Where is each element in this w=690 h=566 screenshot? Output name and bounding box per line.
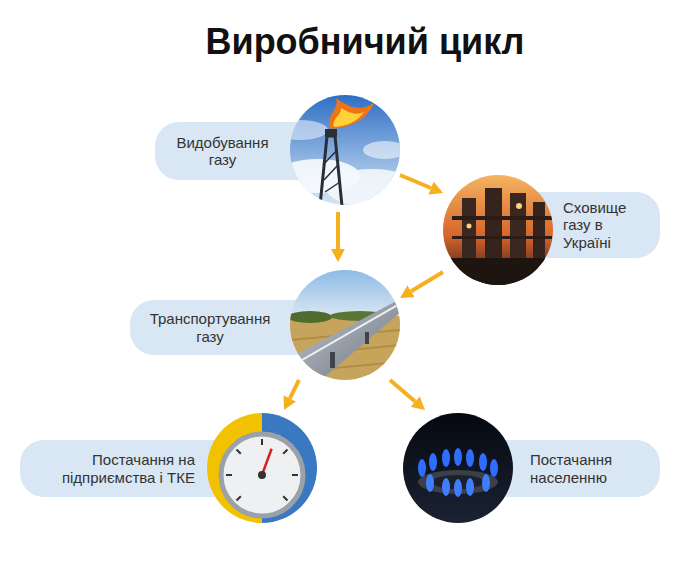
storage-tower [485,188,502,262]
gauge-dial [221,434,303,516]
flow-arrow [411,272,443,291]
flame [466,449,474,467]
flame [490,459,498,477]
flow-arrow [336,212,340,249]
gauge-ticks [226,439,298,501]
flame-core [333,108,364,127]
storage-tower [533,202,545,262]
node-text: Постачання на підприємства і ТКЕ [25,451,195,486]
dark-background [403,413,513,523]
pipe-support [365,332,369,344]
flame [454,479,462,497]
flame [329,98,374,129]
flame [418,459,426,477]
pipe-support [330,352,335,368]
flame [429,453,437,471]
node-label: Постачання на підприємства і ТКЕ [25,451,195,486]
pipe [282,298,408,396]
flow-arrow [290,380,299,398]
diagram-title: Виробничий цикл [40,20,690,63]
node-label: Постачання населенню [530,451,650,486]
flame [426,474,434,492]
storage-tower [462,198,476,262]
gas-extraction-photo [272,95,418,207]
flame [454,448,462,466]
light [467,224,472,229]
cloud [272,120,328,140]
flame [482,474,490,492]
node-text: Видобування газу [165,134,280,169]
light [516,203,522,209]
trees [288,311,332,323]
pipe [452,236,552,239]
gas-burner-photo [403,413,513,523]
flow-arrow [390,380,415,402]
pipe [452,216,552,220]
node-label: Сховище газу в Україні [563,199,651,251]
flame [466,478,474,496]
node-label: Транспортування газу [140,310,280,345]
node-text: Сховище газу в Україні [563,199,651,251]
pipeline-photo [282,270,408,396]
gas-storage-photo [443,175,553,288]
gauge-needle [262,449,272,475]
flame [442,449,450,467]
needle-cap [258,471,266,479]
flow-arrow [400,175,431,188]
tower-bracing [323,150,340,192]
cloud [363,141,407,159]
ground [443,258,553,288]
storage-tower [510,193,526,262]
node-text: Постачання населенню [530,451,650,486]
pipe-highlight [288,302,403,368]
flame [479,453,487,471]
pressure-gauge-photo [207,413,317,523]
flare-tip [325,129,337,137]
flare-tower [320,136,342,206]
node-label: Видобування газу [165,134,280,169]
flame [442,478,450,496]
node-text: Транспортування газу [140,310,280,345]
